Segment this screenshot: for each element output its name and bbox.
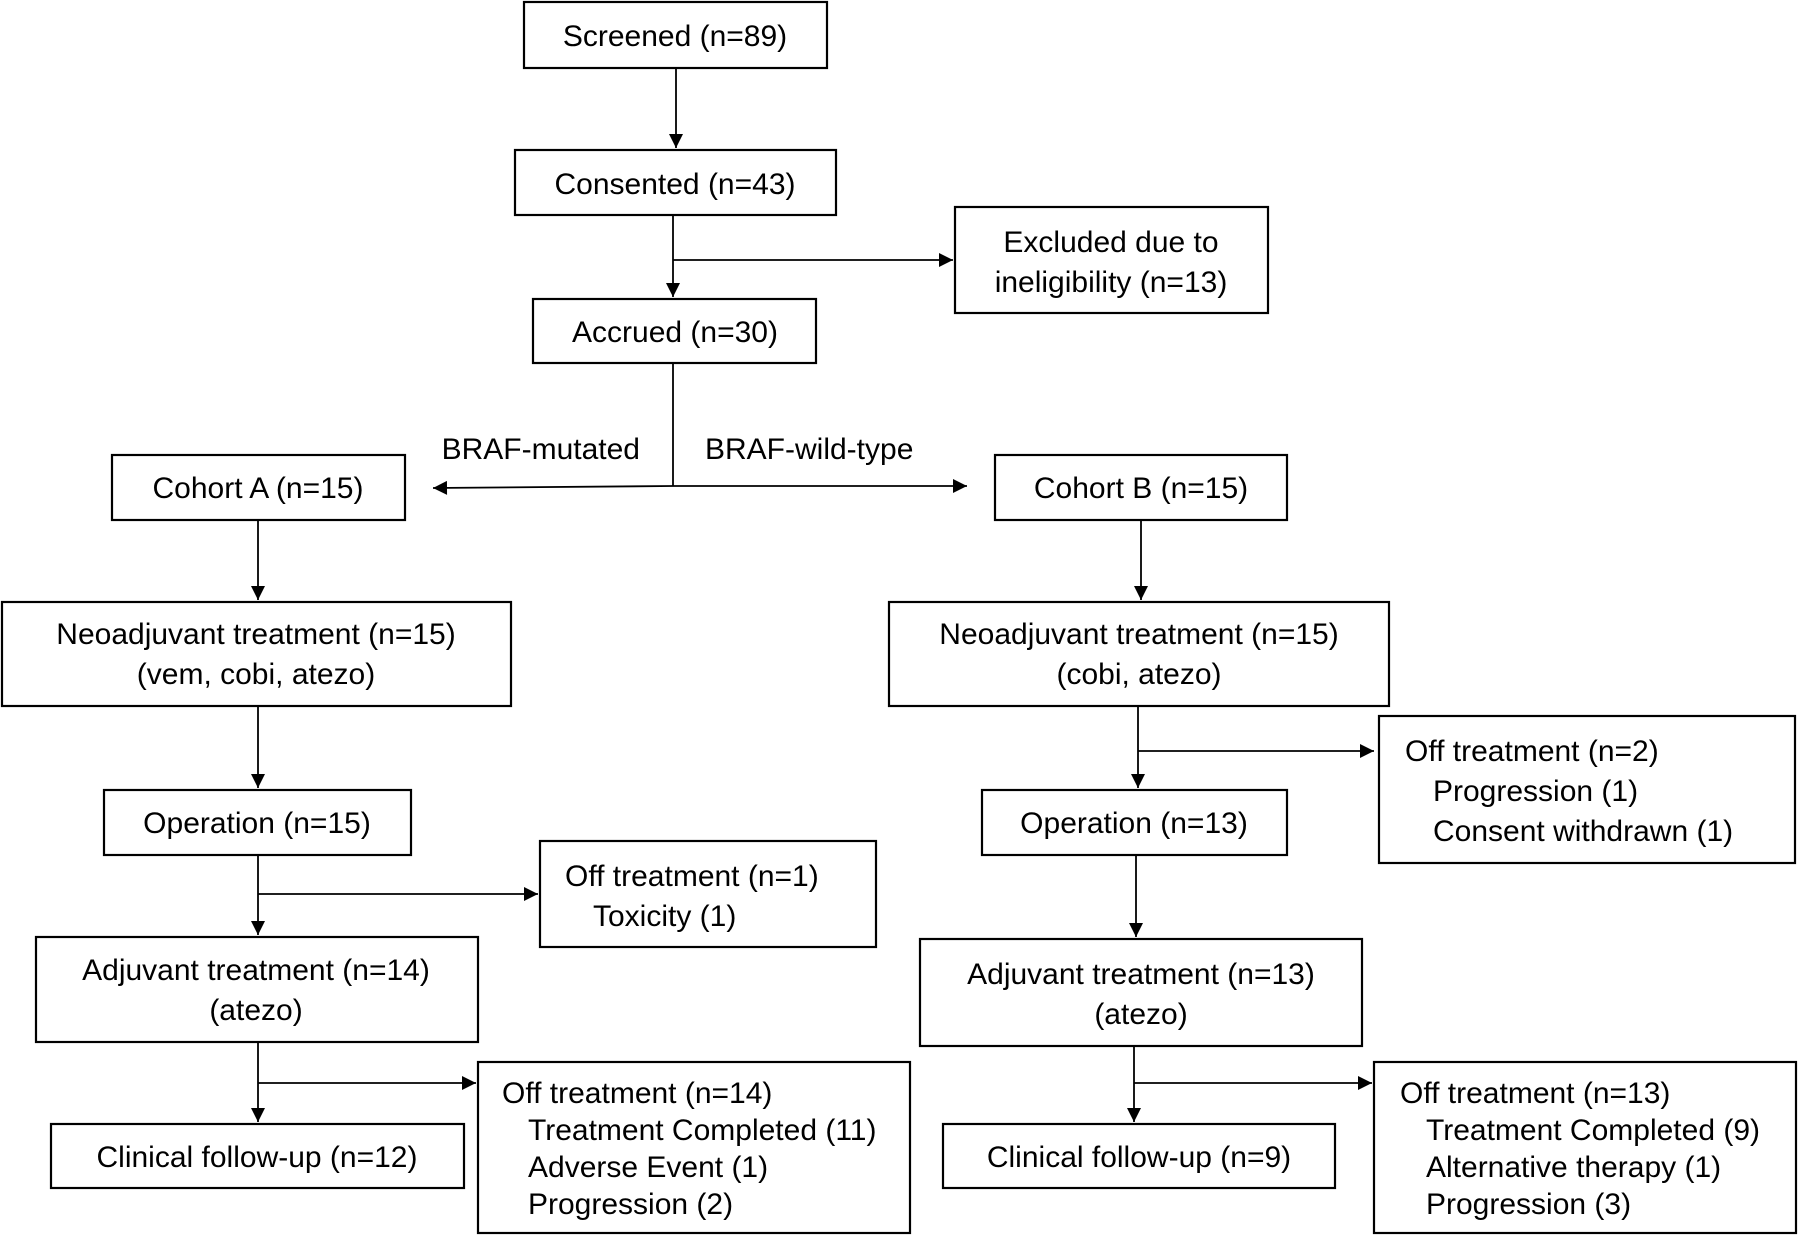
svg-text:Off treatment (n=14)Treatment: Off treatment (n=14) Treatment Completed …	[502, 1077, 876, 1221]
svg-text:Accrued (n=30): Accrued (n=30)	[572, 316, 778, 349]
edge-label-braf-wild-type: BRAF-wild-type	[705, 433, 913, 466]
fu-b-line-1: Clinical follow-up (n=9)	[987, 1141, 1291, 1174]
adj-a-line-1: Adjuvant treatment (n=14)	[82, 954, 430, 987]
svg-text:Off treatment (n=2)Progression: Off treatment (n=2) Progression (1) Consen…	[1405, 735, 1733, 848]
off-a2-line-3: Adverse Event (1)	[528, 1151, 768, 1184]
off-b2-line-4: Progression (3)	[1426, 1188, 1631, 1221]
off-a1-line-1: Off treatment (n=1)	[565, 860, 819, 893]
excluded-line-1: Excluded due to	[1003, 226, 1218, 259]
fu-a-line-1: Clinical follow-up (n=12)	[97, 1141, 418, 1174]
node-fu-b: Clinical follow-up (n=9)	[941, 1122, 1337, 1190]
op-b-line-1: Operation (n=13)	[1020, 807, 1248, 840]
neo-b-line-1: Neoadjuvant treatment (n=15)	[939, 618, 1338, 651]
svg-text:Operation (n=15): Operation (n=15)	[143, 807, 371, 840]
svg-text:Adjuvant treatment (n=13)(atez: Adjuvant treatment (n=13) (atezo)	[967, 958, 1315, 1031]
off-b1-line-3: Consent withdrawn (1)	[1433, 815, 1733, 848]
arrow-to-cohort-a	[432, 480, 674, 495]
node-neo-b: Neoadjuvant treatment (n=15) (cobi, atezo…	[887, 600, 1391, 708]
node-neo-a: Neoadjuvant treatment (n=15) (vem, cobi, …	[0, 600, 513, 708]
neo-a-line-1: Neoadjuvant treatment (n=15)	[56, 618, 455, 651]
svg-text:Cohort A (n=15): Cohort A (n=15)	[153, 472, 364, 505]
cohort-a-line-1: Cohort A (n=15)	[153, 472, 364, 505]
svg-text:Clinical follow-up (n=9): Clinical follow-up (n=9)	[987, 1141, 1291, 1174]
svg-text:Off treatment (n=13)Treatment: Off treatment (n=13) Treatment Completed …	[1400, 1077, 1760, 1221]
node-op-b: Operation (n=13)	[980, 788, 1289, 857]
node-adj-a: Adjuvant treatment (n=14) (atezo)	[34, 935, 480, 1044]
adj-b-line-1: Adjuvant treatment (n=13)	[967, 958, 1315, 991]
svg-text:Cohort B (n=15): Cohort B (n=15)	[1034, 472, 1248, 505]
svg-text:Operation (n=13): Operation (n=13)	[1020, 807, 1248, 840]
edge-label-braf-mutated: BRAF-mutated	[442, 433, 640, 466]
cohort-b-line-1: Cohort B (n=15)	[1034, 472, 1248, 505]
node-cohort-b: Cohort B (n=15)	[993, 453, 1289, 522]
node-accrued: Accrued (n=30)	[531, 297, 818, 365]
node-consented: Consented (n=43)	[513, 148, 838, 217]
node-screened: Screened (n=89)	[522, 0, 829, 70]
node-cohort-a: Cohort A (n=15)	[110, 453, 407, 522]
screened-line-1: Screened (n=89)	[563, 20, 787, 53]
node-off-a2: Off treatment (n=14) Treatment Completed …	[476, 1060, 912, 1235]
svg-text:Adjuvant treatment (n=14)(atez: Adjuvant treatment (n=14) (atezo)	[82, 954, 430, 1027]
node-off-b2: Off treatment (n=13) Treatment Completed …	[1372, 1060, 1798, 1235]
adj-a-line-2: (atezo)	[209, 994, 302, 1027]
off-a2-line-4: Progression (2)	[528, 1188, 733, 1221]
adj-b-line-2: (atezo)	[1094, 998, 1187, 1031]
off-a2-line-1: Off treatment (n=14)	[502, 1077, 772, 1110]
neo-a-line-2: (vem, cobi, atezo)	[137, 658, 375, 691]
off-b2-line-1: Off treatment (n=13)	[1400, 1077, 1670, 1110]
svg-text:Screened (n=89): Screened (n=89)	[563, 20, 787, 53]
node-off-b1: Off treatment (n=2) Progression (1) Consen…	[1377, 714, 1797, 865]
node-excluded: Excluded due to ineligibility (n=13)	[953, 205, 1270, 315]
node-off-a1: Off treatment (n=1) Toxicity (1)	[538, 839, 878, 949]
consented-line-1: Consented (n=43)	[555, 168, 796, 201]
svg-text:Clinical follow-up (n=12): Clinical follow-up (n=12)	[97, 1141, 418, 1174]
off-a1-line-2: Toxicity (1)	[593, 900, 736, 933]
node-op-a: Operation (n=15)	[102, 788, 413, 857]
op-a-line-1: Operation (n=15)	[143, 807, 371, 840]
node-fu-a: Clinical follow-up (n=12)	[49, 1122, 466, 1190]
off-b1-line-1: Off treatment (n=2)	[1405, 735, 1659, 768]
off-b2-line-2: Treatment Completed (9)	[1426, 1114, 1760, 1147]
svg-text:Neoadjuvant treatment (n=15)(v: Neoadjuvant treatment (n=15) (vem, cobi, …	[56, 618, 455, 691]
accrued-line-1: Accrued (n=30)	[572, 316, 778, 349]
off-b2-line-3: Alternative therapy (1)	[1426, 1151, 1721, 1184]
off-a2-line-2: Treatment Completed (11)	[528, 1114, 876, 1147]
svg-text:Neoadjuvant treatment (n=15)(c: Neoadjuvant treatment (n=15) (cobi, atezo…	[939, 618, 1338, 691]
node-adj-b: Adjuvant treatment (n=13) (atezo)	[918, 937, 1364, 1048]
off-b1-line-2: Progression (1)	[1433, 775, 1638, 808]
svg-text:Consented (n=43): Consented (n=43)	[555, 168, 796, 201]
svg-text:Off treatment (n=1)Toxicity (1: Off treatment (n=1) Toxicity (1)	[565, 860, 819, 933]
neo-b-line-2: (cobi, atezo)	[1056, 658, 1221, 691]
connectors	[251, 68, 1374, 1122]
excluded-line-2: ineligibility (n=13)	[995, 266, 1228, 299]
